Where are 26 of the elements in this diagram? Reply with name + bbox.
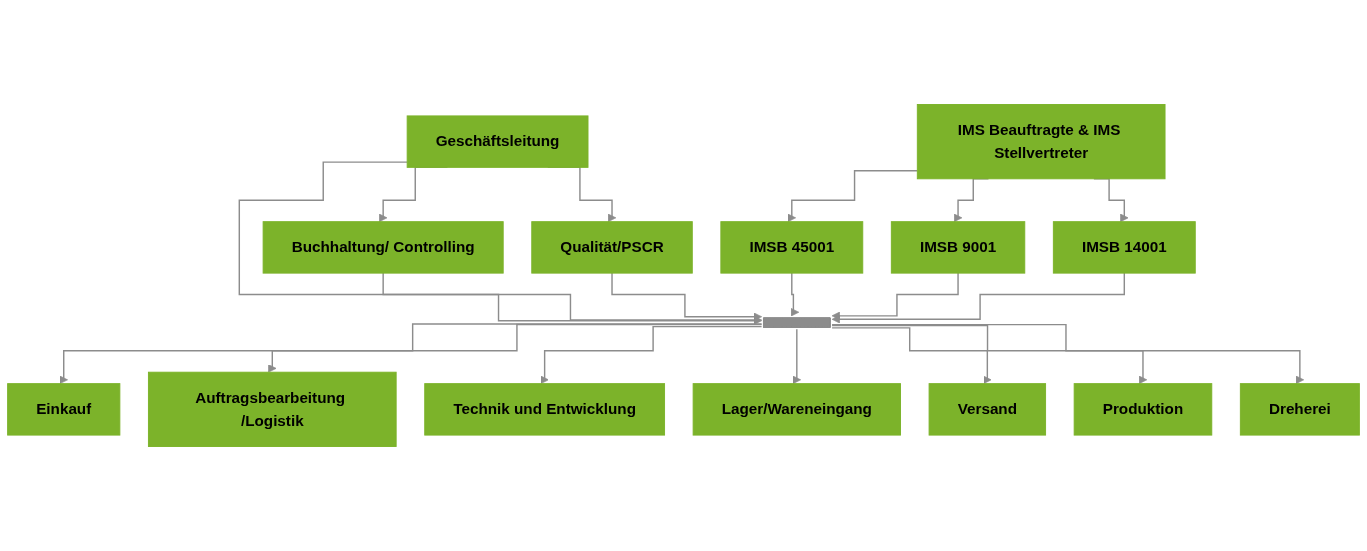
- node-box: IMSB 9001: [890, 221, 1026, 274]
- node-box: IMSB 14001: [1052, 221, 1196, 274]
- arrow: [540, 325, 763, 384]
- node-box: Technik und Entwicklung: [424, 383, 666, 436]
- node-box: Produktion: [1073, 383, 1213, 436]
- arrow: [611, 272, 762, 321]
- arrow: [792, 328, 801, 384]
- node-box: Dreherei: [1239, 383, 1360, 436]
- node-box: Buchhaltung/ Controlling: [262, 221, 504, 274]
- node-box: Auftragsbearbeitung /Logistik: [147, 371, 397, 447]
- node-box: Qualität/PSCR: [531, 221, 693, 274]
- node-box: Einkauf: [7, 383, 121, 436]
- arrow: [831, 272, 1125, 324]
- arrow: [268, 323, 763, 373]
- arrow: [59, 323, 763, 384]
- node-box: IMSB 45001: [720, 221, 864, 274]
- arrow: [787, 170, 919, 223]
- node-box: IMS Beauftragte & IMS Stellvertreter: [916, 104, 1166, 180]
- node-box: Lager/Wareneingang: [692, 383, 901, 436]
- arrow: [831, 324, 1148, 384]
- arrow: [790, 272, 800, 317]
- node-box: Versand: [928, 383, 1047, 436]
- arrow: [238, 161, 762, 325]
- arrow: [831, 327, 992, 384]
- arrow: [831, 323, 1305, 384]
- node-box: Geschäftsleitung: [406, 115, 589, 168]
